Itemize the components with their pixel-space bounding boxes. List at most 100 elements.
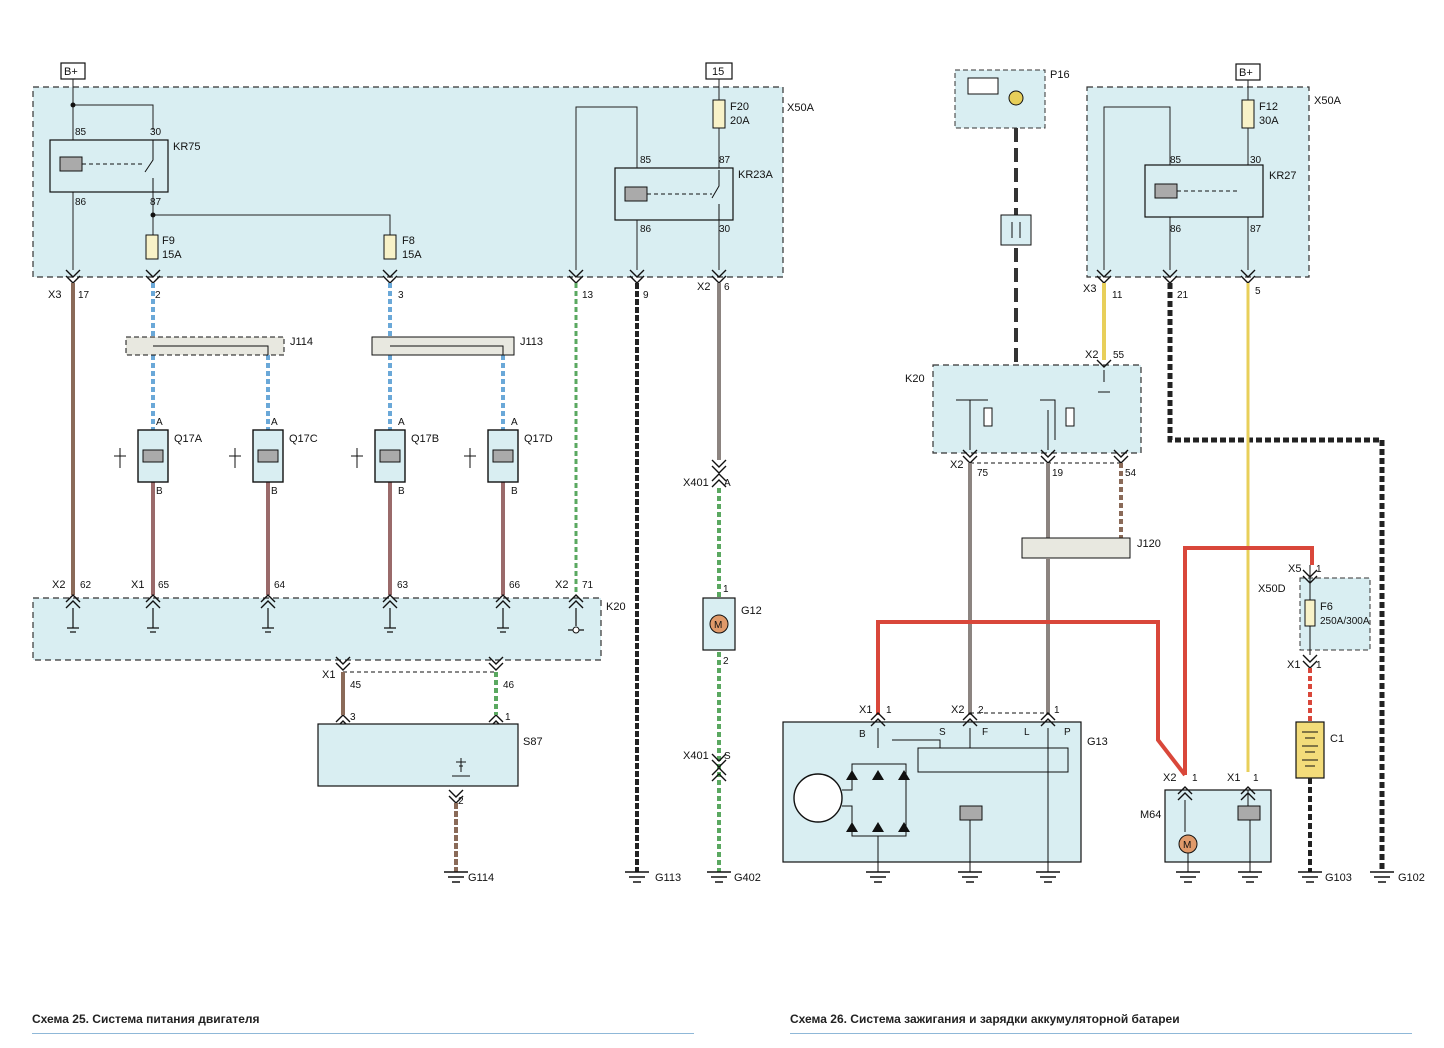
q17b-injector bbox=[351, 429, 406, 483]
j120-label: J120 bbox=[1137, 538, 1161, 550]
x2-label-top: X2 bbox=[697, 281, 710, 293]
x2-label-71: X2 bbox=[555, 579, 568, 591]
pin-6: 6 bbox=[724, 282, 730, 293]
q17d-label: Q17D bbox=[524, 433, 553, 445]
g13-pin-2: 2 bbox=[978, 705, 984, 716]
x1-label-c1: X1 bbox=[1287, 659, 1300, 671]
kr75-pin-87: 87 bbox=[150, 197, 162, 208]
q17b-pin-a: A bbox=[398, 417, 405, 428]
pin-55: 55 bbox=[1113, 350, 1125, 361]
x50a-label-right: X50A bbox=[1314, 95, 1342, 107]
caption-schema-26: Схема 26. Система зажигания и зарядки ак… bbox=[790, 1012, 1180, 1026]
f8-rating: 15A bbox=[402, 249, 422, 261]
j113-label: J113 bbox=[520, 336, 543, 348]
kr75-pin-86: 86 bbox=[75, 197, 87, 208]
kr23a-label: KR23A bbox=[738, 169, 774, 181]
g113-label: G113 bbox=[655, 872, 681, 884]
g13-pin-b: B bbox=[859, 729, 866, 740]
c1-pin-1: 1 bbox=[1316, 660, 1322, 671]
s87-pin-1: 1 bbox=[505, 712, 511, 723]
x3-label-right: X3 bbox=[1083, 283, 1096, 295]
pin-3-f8: 3 bbox=[398, 290, 404, 301]
j120-splice bbox=[1021, 537, 1131, 559]
f6-rating: 250A/300A bbox=[1320, 616, 1370, 627]
x1-label-65: X1 bbox=[131, 579, 144, 591]
x5-label: X5 bbox=[1288, 563, 1301, 575]
pin-19: 19 bbox=[1052, 468, 1064, 479]
x1-label-m64: X1 bbox=[1227, 772, 1240, 784]
wire-red-x5 bbox=[1183, 546, 1314, 775]
g12-motor-icon bbox=[709, 614, 729, 634]
kr27-pin-30: 30 bbox=[1250, 155, 1262, 166]
kr75-pin-30: 30 bbox=[150, 127, 162, 138]
g13-pin-1-x1: 1 bbox=[886, 705, 892, 716]
k20-label-right: K20 bbox=[905, 373, 925, 385]
pin-71: 71 bbox=[582, 580, 594, 591]
s87-pin-3: 3 bbox=[350, 712, 356, 723]
g13-pin-1-l: 1 bbox=[1054, 705, 1060, 716]
k20-label-left: K20 bbox=[606, 601, 626, 613]
pin-75: 75 bbox=[977, 468, 989, 479]
x401-label-a: X401 bbox=[683, 477, 709, 489]
bplus-label-left: B+ bbox=[64, 66, 78, 78]
f6-label: F6 bbox=[1320, 601, 1333, 613]
pin-63: 63 bbox=[397, 580, 409, 591]
pin-21: 21 bbox=[1177, 290, 1189, 301]
x3-label-left: X3 bbox=[48, 289, 61, 301]
q17d-pin-b: B bbox=[511, 486, 518, 497]
kr23a-pin-86: 86 bbox=[640, 224, 652, 235]
pin-11: 11 bbox=[1112, 290, 1123, 301]
pin-64: 64 bbox=[274, 580, 286, 591]
c1-label: C1 bbox=[1330, 733, 1344, 745]
kr75-label: KR75 bbox=[173, 141, 201, 153]
kr23a-pin-30: 30 bbox=[719, 224, 731, 235]
x1-label-g13: X1 bbox=[859, 704, 872, 716]
g12-label: G12 bbox=[741, 605, 762, 617]
kr27-label: KR27 bbox=[1269, 170, 1297, 182]
data-bus-icon bbox=[1000, 214, 1032, 246]
m64-pin-1-x2: 1 bbox=[1192, 773, 1198, 784]
pin-46: 46 bbox=[503, 680, 515, 691]
m64-label: M64 bbox=[1140, 809, 1161, 821]
schema-25: X50A B+ 15 KR75 85 30 86 87 F9 15A F8 15… bbox=[32, 62, 815, 884]
q17b-label: Q17B bbox=[411, 433, 439, 445]
x401-label-s: X401 bbox=[683, 750, 709, 762]
wire-red-b bbox=[876, 620, 1187, 777]
g13-pin-f: F bbox=[982, 727, 988, 738]
pin-66: 66 bbox=[509, 580, 521, 591]
g402-label: G402 bbox=[734, 872, 761, 884]
x2-label-75: X2 bbox=[950, 459, 963, 471]
m64-pin-1-x1: 1 bbox=[1253, 773, 1259, 784]
f12-rating: 30A bbox=[1259, 115, 1279, 127]
s87-label: S87 bbox=[523, 736, 543, 748]
s87-component bbox=[317, 723, 519, 787]
f9-fuse bbox=[145, 234, 159, 260]
q17d-injector bbox=[464, 429, 519, 483]
f12-label: F12 bbox=[1259, 101, 1278, 113]
q17d-pin-a: A bbox=[511, 417, 518, 428]
kr27-pin-85: 85 bbox=[1170, 155, 1182, 166]
x5-pin-1: 1 bbox=[1316, 564, 1322, 575]
kr27-pin-86: 86 bbox=[1170, 224, 1182, 235]
g13-pin-l: L bbox=[1024, 727, 1030, 738]
q17c-label: Q17C bbox=[289, 433, 318, 445]
x401-pin-s: S bbox=[724, 751, 731, 762]
pin-5: 5 bbox=[1255, 286, 1261, 297]
kr75-pin-85: 85 bbox=[75, 127, 87, 138]
f12-fuse bbox=[1241, 99, 1255, 129]
g12-pin-2: 2 bbox=[723, 656, 729, 667]
q17a-pin-a: A bbox=[156, 417, 163, 428]
terminal-15-label: 15 bbox=[712, 66, 724, 78]
kr23a-pin-85: 85 bbox=[640, 155, 652, 166]
k20-panel-right bbox=[932, 364, 1142, 454]
f8-label: F8 bbox=[402, 235, 415, 247]
x1-label-45: X1 bbox=[322, 669, 335, 681]
q17b-pin-b: B bbox=[398, 486, 405, 497]
caption-schema-25: Схема 25. Система питания двигателя bbox=[32, 1012, 260, 1026]
pin-9: 9 bbox=[643, 290, 649, 301]
g13-label: G13 bbox=[1087, 736, 1108, 748]
kr27-pin-87: 87 bbox=[1250, 224, 1262, 235]
q17c-injector bbox=[229, 429, 284, 483]
pin-2-f9: 2 bbox=[155, 290, 161, 301]
